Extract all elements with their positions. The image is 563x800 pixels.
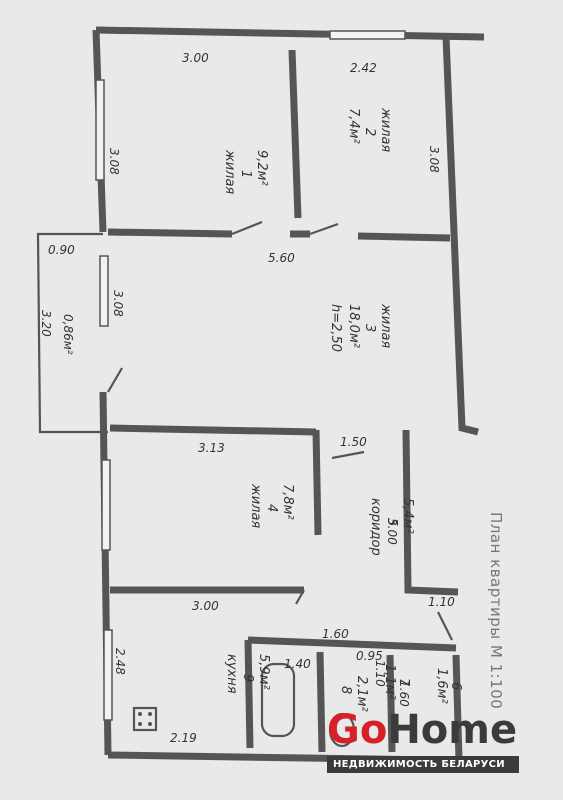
room-3-number: 3: [362, 324, 377, 332]
outer-wall-right-upper: [442, 36, 479, 436]
door-closet: [437, 611, 453, 641]
dim-corridor-length: 3.00: [385, 518, 399, 545]
dim-balcony-length: 3.20: [39, 310, 53, 337]
logo-home: Home: [387, 707, 518, 753]
window-left-4: [103, 629, 113, 721]
room-5-area: 5,4м²: [400, 498, 415, 534]
room-3-area: 18,0м²: [346, 304, 361, 348]
partition-wc-closet: [386, 654, 396, 753]
dim-kitchen-length: 2.19: [170, 731, 197, 745]
balcony-outline: [36, 232, 108, 434]
partition-room4-right: [312, 429, 322, 536]
door-room2: [309, 222, 339, 236]
dim-bath-depth: 1.40: [284, 657, 311, 671]
room-3-name: жилая: [378, 303, 393, 348]
dim-kitchen-depth: 2.48: [113, 648, 127, 675]
dim-right-depth: 3.08: [427, 146, 441, 173]
stove-burner: [148, 722, 152, 726]
room-label-9: кухня 9 5,9м²: [224, 654, 271, 694]
stove: [132, 706, 158, 732]
partition-corridor-block: [402, 429, 459, 596]
room-6-area: 1,6м²: [434, 668, 449, 704]
room-label-4: жилая 4 7,8м²: [248, 483, 295, 528]
partition-rooms-top-left: [107, 228, 233, 238]
room-label-5: коридор 5 5,4м²: [368, 498, 415, 556]
room-8-area: 2,1м²: [354, 676, 369, 712]
dim-living-width: 5.60: [268, 251, 295, 265]
dim-top-right-width: 2.42: [350, 61, 377, 75]
dim-left-depth: 3.08: [107, 148, 121, 175]
outer-wall-right-lower: [452, 654, 463, 761]
bathtub: [260, 662, 296, 738]
room-label-7: 1,1м² 7: [382, 664, 411, 700]
partition-living-room4: [109, 424, 317, 436]
dim-kitchen-width: 3.00: [192, 599, 219, 613]
dim-closet-depth: 1.60: [397, 680, 411, 707]
outer-wall-top: [95, 26, 485, 41]
door-corridor: [331, 450, 365, 460]
window-left-3: [101, 459, 111, 551]
partition-room1-room2: [288, 49, 302, 219]
partition-bath-top: [247, 636, 457, 652]
window-top: [329, 30, 406, 40]
logo-go: Go: [327, 707, 388, 753]
door-room1: [231, 220, 263, 236]
room-1-area: 9,2м²: [254, 150, 269, 186]
room-5-number: 5: [384, 518, 399, 526]
room-9-area: 5,9м²: [256, 654, 271, 690]
door-balcony: [107, 367, 123, 393]
room-6-number: 6: [448, 682, 463, 690]
dim-closet-width: 1.10: [428, 595, 455, 609]
stove-burner: [138, 722, 142, 726]
room-label-2: жилая 2 7,4м²: [346, 107, 393, 152]
room-7-area: 1,1м²: [382, 664, 397, 700]
wc-fixture: [328, 712, 356, 748]
dim-balcony-width: 0.90: [48, 243, 75, 257]
stove-burner: [148, 712, 152, 716]
room-label-1: жилая 1 9,2м²: [222, 149, 269, 194]
dim-corridor-small: 1.50: [340, 435, 367, 449]
dim-room4-width: 3.13: [198, 441, 225, 455]
room-5-name: коридор: [368, 498, 383, 556]
room-8-number: 8: [338, 686, 353, 694]
gohome-logo: GoHome НЕДВИЖИМОСТЬ БЕЛАРУСИ: [327, 708, 519, 774]
room-7-number: 7: [396, 678, 411, 687]
logo-tagline: НЕДВИЖИМОСТЬ БЕЛАРУСИ: [327, 756, 519, 773]
partition-bath-wc: [316, 651, 326, 753]
room-1-name: жилая: [222, 149, 237, 194]
room-label-3: жилая 3 18,0м² h=2,50: [328, 303, 393, 352]
room-1-number: 1: [238, 170, 253, 178]
window-left-1: [95, 79, 105, 181]
room-4-number: 4: [264, 504, 279, 512]
room-2-area: 7,4м²: [346, 108, 361, 144]
room-2-number: 2: [362, 128, 377, 136]
partition-rooms-top-right: [357, 232, 451, 242]
room-label-8: 8 2,1м²: [338, 676, 369, 712]
room-9-number: 9: [240, 674, 255, 682]
room-2-name: жилая: [378, 107, 393, 152]
plan-title: План квартиры М 1:100: [487, 512, 505, 710]
window-left-2: [99, 255, 109, 327]
dim-wc-depth: 1.10: [373, 660, 387, 687]
dim-bath-width: 1.60: [322, 627, 349, 641]
dim-top-left-width: 3.00: [182, 51, 209, 65]
room-4-area: 7,8м²: [280, 484, 295, 520]
dim-living-depth: 3.08: [111, 290, 125, 317]
room-label-6: 1,6м² 6: [434, 668, 463, 704]
logo-wordmark: GoHome: [327, 708, 519, 752]
dim-wc-width: 0.95: [356, 649, 383, 663]
room-9-name: кухня: [224, 654, 239, 694]
room-4-name: жилая: [248, 483, 263, 528]
room-3-height: h=2,50: [328, 304, 343, 352]
door-room4: [295, 589, 305, 605]
dim-balcony-area: 0,86м²: [61, 314, 75, 355]
stove-burner: [138, 712, 142, 716]
partition-bath-left: [244, 639, 254, 749]
